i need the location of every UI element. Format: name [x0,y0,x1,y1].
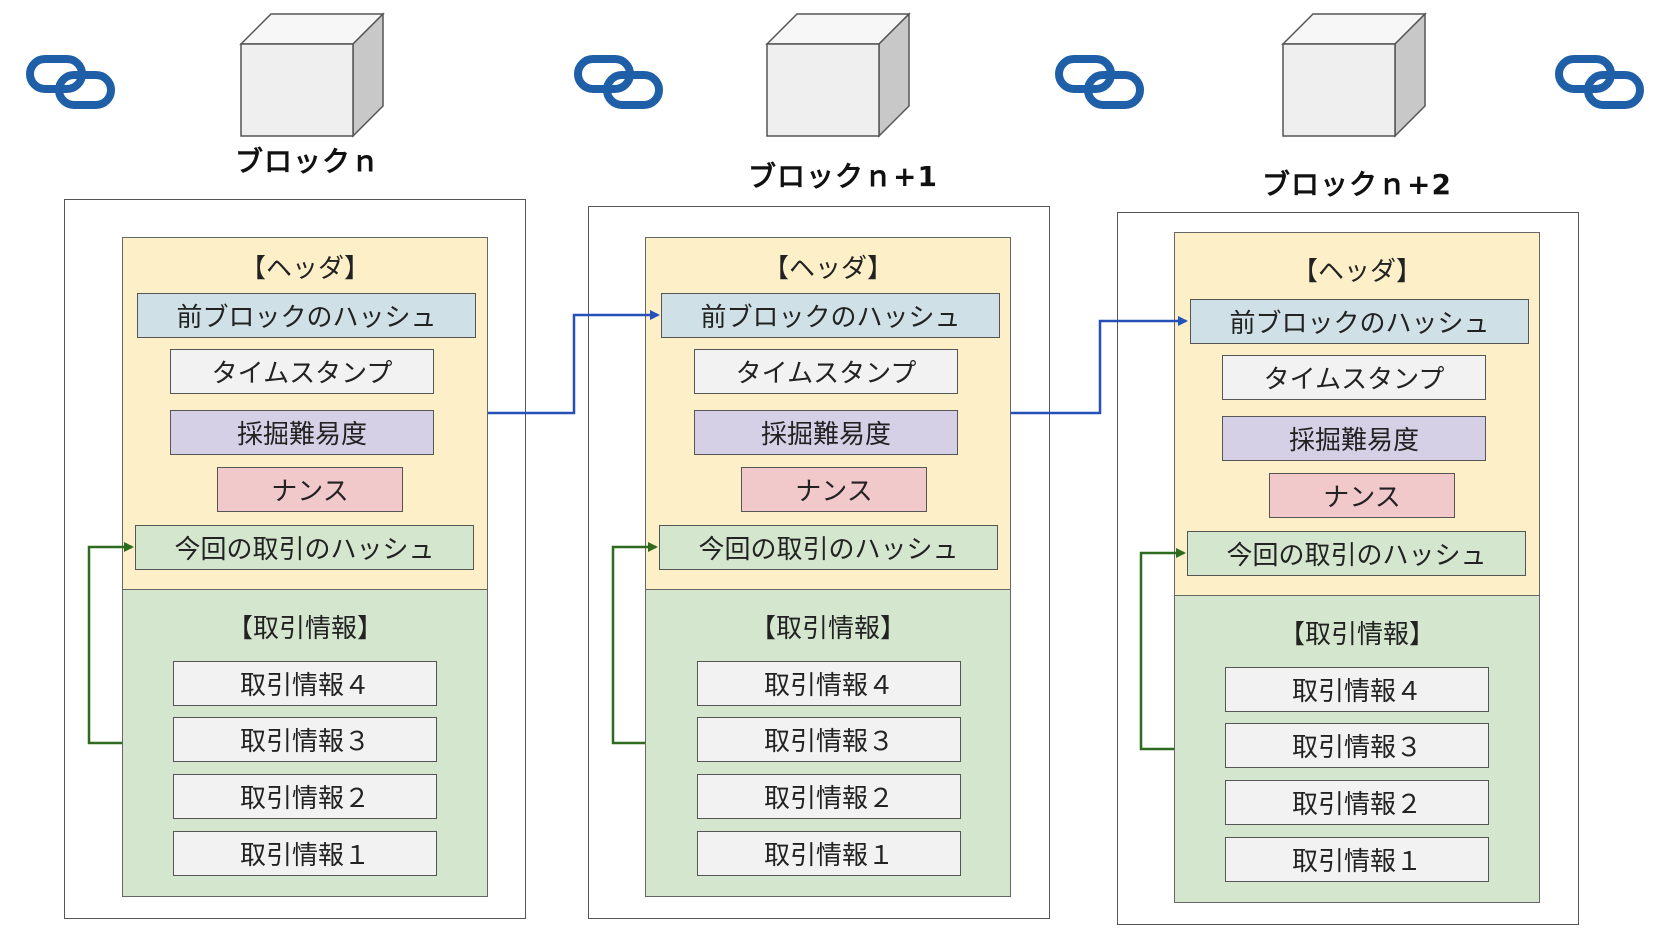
prev-hash-field: 前ブロックのハッシュ [137,293,476,338]
transaction-item: 取引情報３ [1225,723,1489,768]
timestamp-field: タイムスタンプ [1222,355,1486,400]
prev-hash-field: 前ブロックのハッシュ [661,293,1000,338]
merkle-root-field: 今回の取引のハッシュ [135,525,474,570]
transaction-item: 取引情報２ [697,774,961,819]
hash-link-arrow [488,310,660,415]
merkle-arrow [611,542,658,745]
header-label: 【ヘッダ】 [762,254,893,284]
cube-icon [765,12,911,138]
block-title: ブロックｎ+2 [1262,168,1452,201]
nonce-field: ナンス [741,467,927,512]
timestamp-field: タイムスタンプ [694,349,958,394]
chain-link-icon [1555,55,1644,109]
prev-hash-field: 前ブロックのハッシュ [1190,299,1529,344]
transactions-label: 【取引情報】 [749,614,906,644]
cube-icon [1281,12,1427,138]
block-title: ブロックｎ+1 [748,160,938,193]
difficulty-field: 採掘難易度 [1222,416,1486,461]
transaction-item: 取引情報１ [1225,837,1489,882]
nonce-field: ナンス [217,467,403,512]
transaction-item: 取引情報４ [1225,667,1489,712]
transactions-label: 【取引情報】 [226,614,383,644]
merkle-arrow [87,542,134,745]
transaction-item: 取引情報４ [697,661,961,706]
transaction-item: 取引情報１ [697,831,961,876]
difficulty-field: 採掘難易度 [694,410,958,455]
hash-link-arrow [1011,316,1188,415]
difficulty-field: 採掘難易度 [170,410,434,455]
merkle-arrow [1139,548,1186,751]
transaction-item: 取引情報２ [1225,780,1489,825]
chain-link-icon [1055,55,1144,109]
transactions-label: 【取引情報】 [1278,620,1435,650]
merkle-root-field: 今回の取引のハッシュ [659,525,998,570]
transaction-item: 取引情報４ [173,661,437,706]
transaction-item: 取引情報３ [697,717,961,762]
merkle-root-field: 今回の取引のハッシュ [1187,531,1526,576]
block-title: ブロックｎ [235,145,381,178]
transaction-item: 取引情報３ [173,717,437,762]
header-label: 【ヘッダ】 [1291,257,1422,287]
chain-link-icon [26,55,115,109]
chain-link-icon [574,55,663,109]
cube-icon [239,12,385,138]
transaction-item: 取引情報１ [173,831,437,876]
transaction-item: 取引情報２ [173,774,437,819]
nonce-field: ナンス [1269,473,1455,518]
header-label: 【ヘッダ】 [239,254,370,284]
timestamp-field: タイムスタンプ [170,349,434,394]
